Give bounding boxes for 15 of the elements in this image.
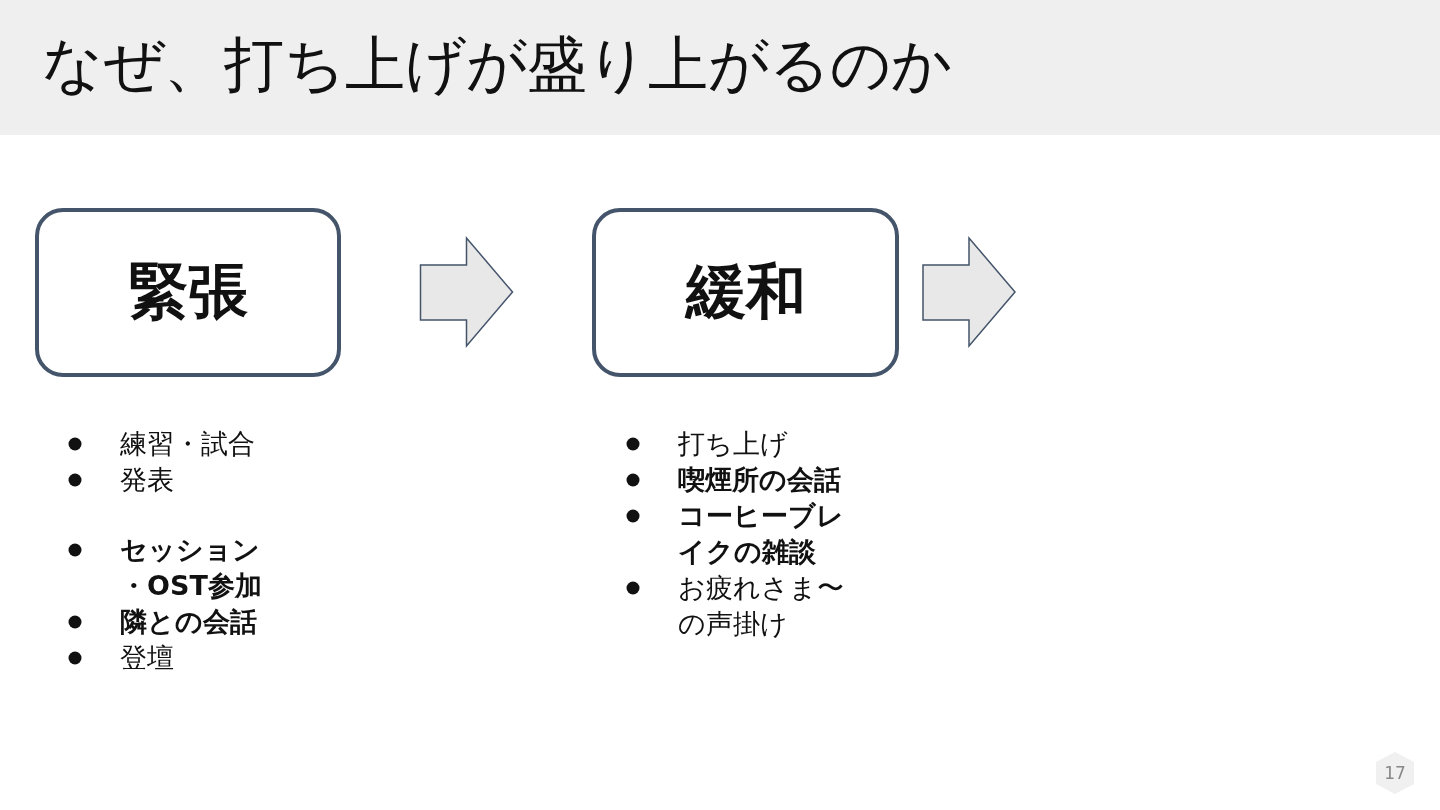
list-item: 打ち上げ: [678, 427, 789, 461]
list-item: セッション・OST参加: [120, 533, 263, 603]
list-item: 発表: [120, 463, 175, 497]
slide-title: なぜ、打ち上げが盛り上がるのか: [42, 28, 952, 100]
page-number: 17: [1384, 763, 1406, 783]
list-item: 喫煙所の会話: [678, 463, 842, 497]
list-item: 登壇: [120, 641, 175, 675]
list-item: 隣との会話: [120, 605, 258, 639]
block-arrow: [922, 235, 1016, 349]
rounded-box: 緊張: [35, 208, 341, 377]
block-arrow: [419, 235, 514, 349]
list-item: コーヒーブレイクの雑談: [678, 499, 845, 569]
list-item: お疲れさま〜の声掛け: [678, 571, 845, 641]
list-item: 練習・試合: [120, 427, 256, 461]
rounded-box: 緩和: [592, 208, 899, 377]
